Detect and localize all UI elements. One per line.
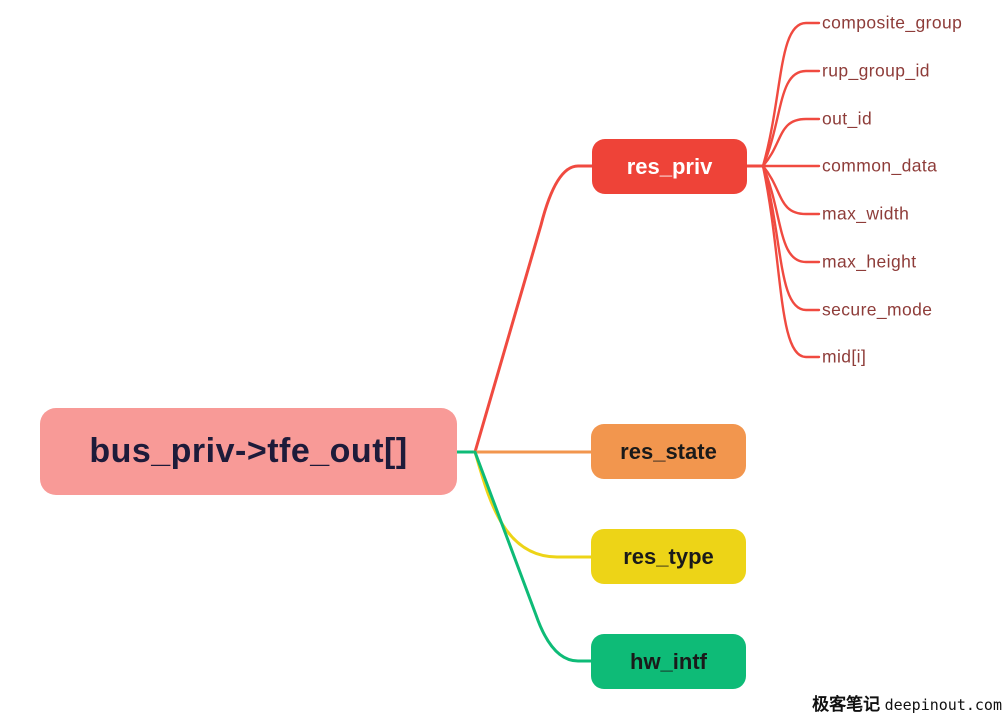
link-root-hw-intf bbox=[473, 450, 594, 663]
link-res-priv-composite-group bbox=[761, 21, 821, 168]
root-node-label: bus_priv->tfe_out[] bbox=[89, 432, 408, 470]
watermark-en-text: deepinout.com bbox=[884, 696, 1002, 714]
link-res-priv-secure-mode bbox=[761, 164, 821, 312]
leaf-node-rup-group-id[interactable]: rup_group_id bbox=[822, 60, 930, 81]
branch-node-label: hw_intf bbox=[630, 648, 707, 674]
leaf-node-secure-mode[interactable]: secure_mode bbox=[822, 299, 933, 320]
link-res-priv-rup-group-id bbox=[761, 69, 821, 168]
link-res-priv-max-height bbox=[761, 164, 821, 264]
branch-node-label: res_type bbox=[623, 543, 714, 569]
link-root-res-priv bbox=[473, 164, 596, 454]
leaf-node-composite-group[interactable]: composite_group bbox=[822, 12, 963, 33]
link-res-priv-max-width bbox=[761, 164, 821, 216]
link-root-res-type bbox=[473, 450, 594, 559]
leaf-node-common-data[interactable]: common_data bbox=[822, 155, 938, 176]
branch-node-res-type[interactable]: res_type bbox=[591, 529, 746, 584]
branch-node-res-state[interactable]: res_state bbox=[591, 424, 746, 479]
branch-node-label: res_state bbox=[620, 438, 717, 464]
watermark-cn-text: 极客笔记 bbox=[812, 695, 881, 715]
watermark: 极客笔记 deepinout.com bbox=[812, 690, 1002, 715]
leaf-node-max-height[interactable]: max_height bbox=[822, 251, 917, 272]
leaf-node-max-width[interactable]: max_width bbox=[822, 203, 910, 224]
link-res-priv-mid-i bbox=[761, 164, 821, 359]
branch-node-res-priv[interactable]: res_priv bbox=[592, 139, 747, 194]
branch-node-label: res_priv bbox=[626, 153, 713, 179]
branch-node-hw-intf[interactable]: hw_intf bbox=[591, 634, 746, 689]
leaf-node-mid-i[interactable]: mid[i] bbox=[822, 346, 867, 367]
root-node[interactable]: bus_priv->tfe_out[] bbox=[40, 408, 457, 495]
leaf-node-out-id[interactable]: out_id bbox=[822, 108, 873, 129]
link-res-priv-out-id bbox=[761, 117, 821, 168]
